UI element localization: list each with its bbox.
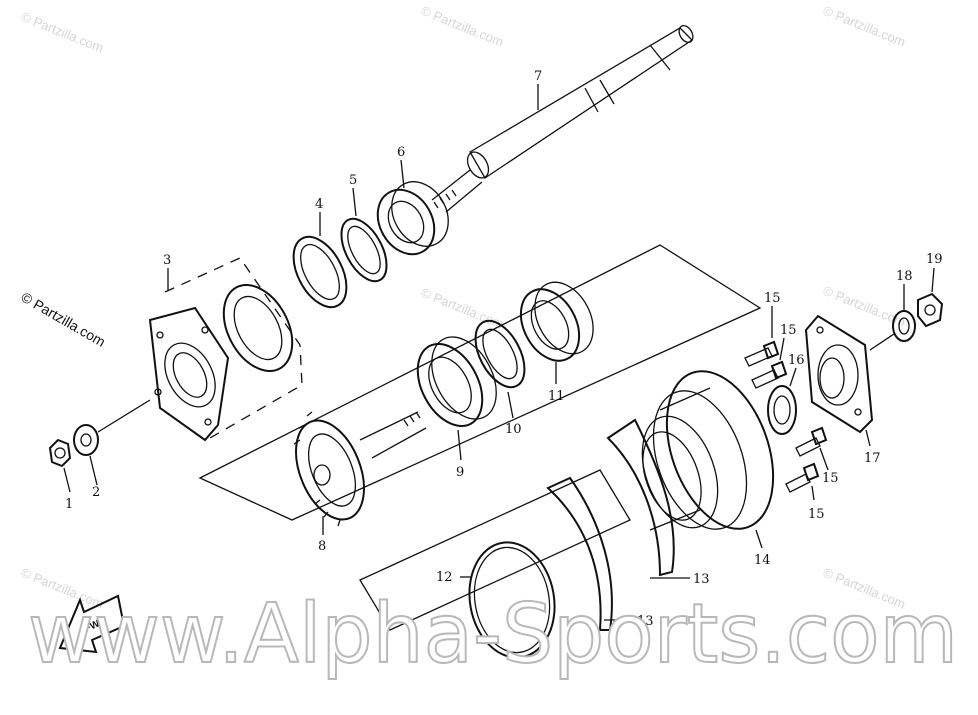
part-13-shim-lower (546, 476, 613, 631)
part-7-shaft (431, 24, 694, 213)
footer-watermark: www.Alpha-Sports.com (28, 587, 958, 682)
label-17: 17 (864, 451, 881, 466)
watermark-top-right: © Partzilla.com (821, 3, 908, 50)
watermark-mid-center: © Partzilla.com (419, 285, 506, 332)
axis-line-left (97, 399, 151, 433)
part-17-flange (804, 314, 874, 434)
label-13-upper: 13 (693, 572, 710, 587)
part-9-bearing (416, 336, 497, 428)
part-13-shim-upper (606, 418, 675, 577)
label-2: 2 (92, 485, 100, 500)
label-16: 16 (788, 353, 805, 368)
part-4-ring (292, 235, 348, 309)
label-15-bottom: 15 (808, 507, 825, 522)
part-8-bevel-gear (293, 411, 427, 527)
leader-lines (63, 84, 935, 621)
part-15-bolt-3 (795, 426, 828, 457)
label-7: 7 (534, 69, 542, 84)
label-1: 1 (65, 497, 73, 512)
label-12: 12 (436, 570, 453, 585)
part-15-bolt-2 (751, 360, 788, 389)
side-watermark: © Partzilla.com (19, 289, 109, 350)
label-6: 6 (397, 145, 405, 160)
part-15-bolt-1 (744, 340, 780, 367)
label-11: 11 (548, 389, 565, 404)
part-15-bolt-4 (785, 462, 820, 493)
label-18: 18 (896, 269, 913, 284)
part-2-washer (73, 424, 99, 456)
label-3: 3 (163, 253, 171, 268)
label-10: 10 (505, 422, 522, 437)
label-13-lower: 13 (637, 614, 654, 629)
label-14: 14 (754, 553, 771, 568)
label-4: 4 (315, 197, 323, 212)
part-10-ring (474, 319, 526, 389)
part-3-housing (148, 257, 303, 442)
label-8: 8 (318, 539, 326, 554)
part-14-housing (641, 370, 775, 531)
watermark-top-center: © Partzilla.com (419, 3, 506, 50)
part-11-bearing (519, 281, 594, 362)
label-15-upper: 15 (780, 323, 797, 338)
axis-line-right (869, 333, 895, 351)
watermark-mid-right: © Partzilla.com (821, 283, 908, 330)
part-5-ring (340, 217, 388, 283)
label-15-right: 15 (822, 471, 839, 486)
label-9: 9 (456, 465, 464, 480)
label-19: 19 (926, 252, 943, 267)
part-19-nut (917, 292, 944, 328)
label-15-top: 15 (764, 291, 781, 306)
part-6-bearing (376, 181, 449, 256)
label-5: 5 (349, 173, 357, 188)
part-16-seal (767, 385, 797, 435)
part-12-oring (468, 541, 556, 659)
part-1-nut (48, 438, 72, 468)
group-outline-bottom (359, 469, 631, 631)
group-outline-middle (198, 244, 762, 521)
watermark-top-left: © Partzilla.com (19, 9, 106, 56)
